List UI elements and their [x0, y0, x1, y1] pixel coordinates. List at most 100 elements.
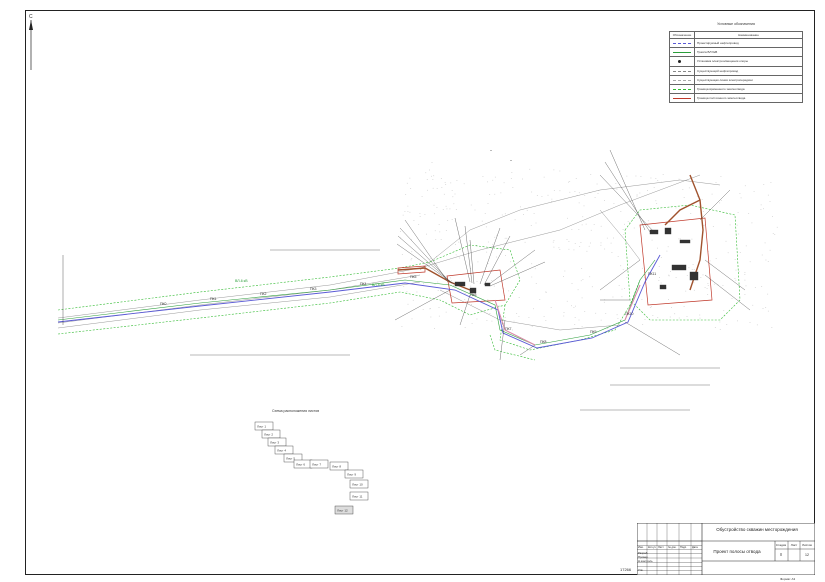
road-pink	[494, 284, 641, 346]
terrain-dot	[726, 324, 728, 325]
terrain-dot	[706, 288, 708, 289]
terrain-dot	[429, 308, 431, 310]
terrain-dot	[737, 212, 739, 213]
terrain-dot	[629, 222, 631, 223]
terrain-dot	[438, 307, 440, 308]
terrain-dot	[683, 197, 685, 198]
scheme-sheet: Лист 4	[274, 445, 294, 455]
terrain-dot	[639, 216, 641, 218]
terrain-dot	[600, 225, 602, 227]
terrain-dot	[636, 194, 638, 196]
title-block-role: Н.контроль	[638, 559, 653, 563]
terrain-dot	[679, 238, 681, 240]
terrain-dot	[407, 205, 409, 207]
terrain-dot	[754, 287, 756, 288]
terrain-dot	[693, 289, 695, 291]
terrain-dot	[579, 246, 581, 247]
terrain-dot	[604, 200, 605, 201]
terrain-dot	[503, 322, 505, 324]
terrain-dot	[569, 191, 571, 193]
terrain-dots	[400, 162, 778, 331]
terrain-dot	[541, 196, 543, 197]
terrain-dot	[494, 176, 496, 178]
scheme-title: Схема расположения листов	[272, 409, 320, 413]
terrain-dot	[622, 229, 624, 230]
terrain-dot	[760, 209, 762, 210]
callout-leader-line	[704, 274, 751, 311]
terrain-dot	[433, 175, 435, 177]
terrain-dot	[458, 289, 460, 290]
terrain-dot	[740, 197, 742, 199]
terrain-dot	[571, 283, 573, 284]
terrain-dot	[442, 209, 444, 210]
scheme-sheet: Лист 11	[349, 491, 369, 501]
terrain-dot	[595, 312, 597, 314]
terrain-dot	[431, 175, 432, 177]
terrain-dot	[411, 258, 413, 259]
terrain-dot	[580, 280, 582, 282]
terrain-dot	[506, 237, 508, 239]
terrain-dot	[559, 190, 561, 192]
picket-label: ПК0	[160, 302, 167, 306]
terrain-dot	[613, 203, 615, 204]
legend-symbol	[669, 37, 695, 49]
callout-leader-line	[396, 243, 455, 285]
terrain-dot	[451, 190, 453, 191]
terrain-dot	[678, 238, 680, 240]
terrain-dot	[566, 300, 568, 302]
terrain-dot	[524, 241, 526, 243]
picket-label: ПК11	[648, 272, 656, 276]
terrain-dot	[535, 222, 537, 224]
scheme-sheet-label: Лист 6	[296, 463, 305, 467]
terrain-dot	[577, 289, 579, 291]
terrain-dot	[551, 198, 553, 200]
terrain-dot	[688, 187, 690, 189]
terrain-dot	[528, 317, 530, 318]
terrain-dot	[582, 279, 584, 280]
terrain-dot	[445, 230, 447, 231]
terrain-dot	[437, 281, 439, 283]
terrain-dot	[707, 250, 709, 252]
callout-leader-line	[519, 344, 536, 356]
terrain-dot	[669, 316, 671, 318]
terrain-dot	[715, 258, 717, 259]
terrain-dot	[626, 175, 628, 177]
terrain-dot	[652, 315, 654, 316]
terrain-dot	[731, 298, 733, 299]
terrain-dot	[693, 282, 695, 284]
callout-leader-line	[499, 319, 506, 361]
terrain-dot	[551, 201, 553, 202]
terrain-dot	[578, 202, 580, 204]
terrain-dot	[444, 182, 446, 183]
terrain-dot	[769, 249, 771, 251]
terrain-dot	[411, 318, 413, 320]
terrain-dot	[434, 213, 435, 215]
terrain-dot	[563, 315, 565, 317]
terrain-dot	[564, 270, 566, 272]
terrain-dot	[435, 239, 437, 240]
terrain-dot	[495, 256, 497, 258]
picket-label: ПК1	[210, 297, 217, 301]
terrain-dot	[504, 213, 506, 215]
terrain-dot	[611, 252, 613, 253]
terrain-dot	[660, 282, 662, 284]
terrain-dot	[553, 169, 555, 171]
terrain-dot	[526, 210, 528, 211]
terrain-dot	[434, 230, 436, 232]
terrain-dot	[400, 231, 401, 232]
terrain-dot	[639, 192, 641, 194]
terrain-dot	[607, 328, 609, 329]
terrain-dot	[594, 197, 596, 198]
terrain-dot	[675, 207, 677, 209]
terrain-dot	[588, 245, 590, 247]
terrain-dot	[482, 176, 484, 177]
stage-header: Стадия	[776, 543, 787, 547]
terrain-dot	[709, 260, 711, 262]
terrain-dot	[494, 193, 496, 195]
terrain-dot	[662, 174, 664, 175]
terrain-dot	[711, 193, 713, 195]
terrain-dot	[447, 292, 449, 294]
terrain-dot	[752, 304, 754, 306]
terrain-dot	[642, 324, 644, 325]
terrain-dot	[696, 196, 698, 197]
